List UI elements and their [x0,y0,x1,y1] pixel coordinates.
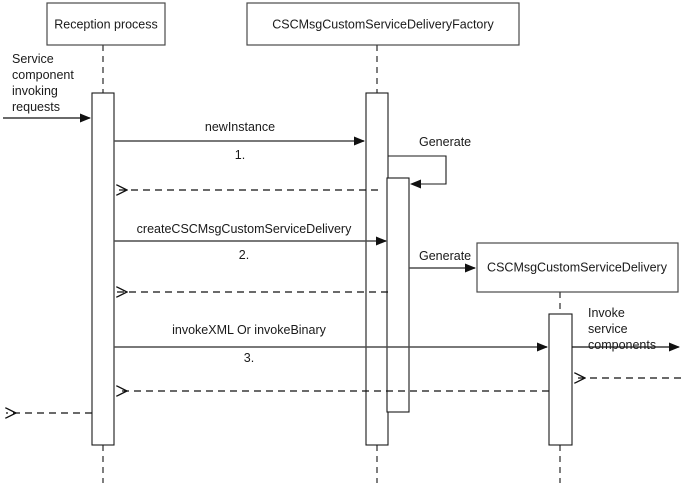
message-label-generate-delivery: Generate [419,249,471,263]
message-number-new-instance: 1. [235,148,245,162]
activation-bar-factory-nested[interactable] [386,177,410,413]
message-label-inbound-request-line2: component [12,68,74,82]
message-label-invoke-service-components-line3: components [588,338,656,352]
activation-bar-factory[interactable] [365,92,389,446]
message-arrow-generate-self[interactable] [388,155,447,189]
message-label-invoke-service-components-line1: Invoke [588,306,625,320]
participant-label-delivery: CSCMsgCustomServiceDelivery [487,260,668,274]
participant-header-reception[interactable]: Reception process [46,2,166,46]
participant-label-reception: Reception process [54,17,158,31]
message-number-invoke-xml-binary: 3. [244,351,254,365]
message-label-create-delivery: createCSCMsgCustomServiceDelivery [137,222,352,236]
activation-bar-delivery[interactable] [548,313,573,446]
participant-label-factory: CSCMsgCustomServiceDeliveryFactory [272,17,494,31]
message-label-generate-self: Generate [419,135,471,149]
message-label-invoke-xml-binary: invokeXML Or invokeBinary [172,323,327,337]
participant-header-factory[interactable]: CSCMsgCustomServiceDeliveryFactory [246,2,520,46]
message-label-new-instance: newInstance [205,120,275,134]
message-label-inbound-request-line3: invoking [12,84,58,98]
message-label-inbound-request-line4: requests [12,100,60,114]
activation-bar-reception[interactable] [91,92,115,446]
message-label-invoke-service-components-line2: service [588,322,628,336]
message-label-inbound-request-line1: Service [12,52,54,66]
participant-header-delivery[interactable]: CSCMsgCustomServiceDelivery [476,242,679,293]
message-number-create-delivery: 2. [239,248,249,262]
